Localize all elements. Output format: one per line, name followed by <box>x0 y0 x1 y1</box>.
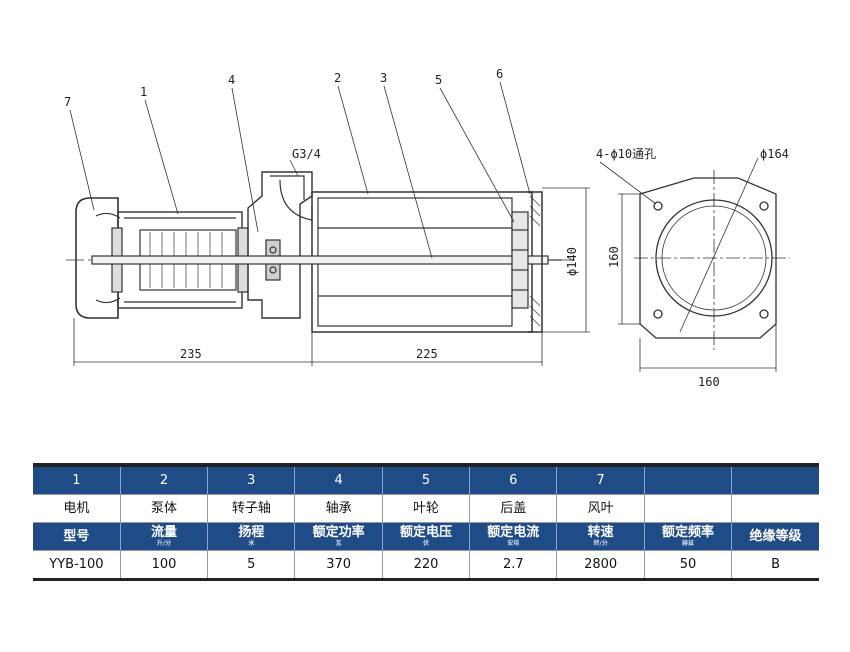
spec-header-unit: 升/分 <box>156 539 172 547</box>
part-name-cell: 后盖 <box>469 494 557 523</box>
callout-2: 2 <box>334 71 341 85</box>
mounting-hole-label: 4-ϕ10通孔 <box>596 147 656 161</box>
part-name-cell: 风叶 <box>556 494 645 523</box>
part-number-row: 1 2 3 4 5 6 7 <box>33 465 819 495</box>
spec-header-cell: 流量升/分 <box>119 522 208 551</box>
callout-6: 6 <box>496 67 503 81</box>
spec-header-unit: 瓦 <box>335 539 342 547</box>
spec-header-label: 额定功率 <box>312 525 365 541</box>
spec-header-label: 扬程 <box>238 525 265 541</box>
callout-3: 3 <box>380 71 387 85</box>
spec-value-cell: 370 <box>294 550 383 580</box>
spec-value-cell: 2800 <box>556 550 645 580</box>
part-number-cell: 5 <box>381 465 470 495</box>
part-name-cell: 泵体 <box>119 494 208 523</box>
part-name-row: 电机 泵体 转子轴 轴承 叶轮 后盖 风叶 <box>33 494 819 523</box>
spec-header-cell: 型号 <box>33 522 121 551</box>
spec-header-label: 绝缘等级 <box>749 528 802 544</box>
spec-header-label: 额定电流 <box>487 525 540 541</box>
spec-header-cell: 转速转/分 <box>556 522 645 551</box>
spec-header-label: 额定电压 <box>399 525 452 541</box>
part-name-cell: 叶轮 <box>381 494 470 523</box>
spec-header-cell: 绝缘等级 <box>731 522 819 551</box>
callout-1: 1 <box>140 85 147 99</box>
spec-header-unit: 安培 <box>507 539 520 547</box>
spec-header-cell: 扬程米 <box>207 522 295 551</box>
spec-header-cell: 额定功率瓦 <box>294 522 383 551</box>
spec-value-cell: 220 <box>381 550 470 580</box>
part-number-cell: 1 <box>33 465 121 495</box>
spec-value-cell: B <box>731 550 819 580</box>
spec-header-unit: 伏 <box>422 539 429 547</box>
part-number-cell: 7 <box>556 465 645 495</box>
part-number-cell <box>731 465 819 495</box>
spec-value-cell: 50 <box>643 550 732 580</box>
part-name-cell <box>643 494 732 523</box>
spec-header-cell: 额定电压伏 <box>381 522 470 551</box>
spec-value-cell: 5 <box>207 550 295 580</box>
part-name-cell: 电机 <box>33 494 121 523</box>
dim-pump-length: 225 <box>416 347 438 361</box>
part-number-cell: 4 <box>294 465 383 495</box>
callout-4: 4 <box>228 73 235 87</box>
spec-value-cell: 2.7 <box>469 550 557 580</box>
spec-table: 1 2 3 4 5 6 7 电机 泵体 转子轴 轴承 叶轮 后盖 风叶 型号 流… <box>33 463 819 581</box>
part-number-cell: 3 <box>207 465 295 495</box>
callout-7: 7 <box>64 95 71 109</box>
thread-label: G3/4 <box>292 147 321 161</box>
spec-header-unit: 赫兹 <box>681 539 694 547</box>
part-number-cell <box>643 465 732 495</box>
inner-diameter-label: ϕ140 <box>565 247 579 276</box>
spec-table-section: 1 2 3 4 5 6 7 电机 泵体 转子轴 轴承 叶轮 后盖 风叶 型号 流… <box>33 463 819 581</box>
spec-header-label: 流量 <box>150 525 177 541</box>
spec-header-cell: 额定电流安培 <box>469 522 557 551</box>
dim-motor-length: 235 <box>180 347 202 361</box>
part-name-cell: 轴承 <box>294 494 383 523</box>
callout-5: 5 <box>435 73 442 87</box>
part-name-cell: 转子轴 <box>207 494 295 523</box>
spec-header-label: 型号 <box>63 528 90 544</box>
spec-header-unit: 米 <box>248 539 255 547</box>
dim-flange-height: 160 <box>607 246 621 268</box>
part-number-cell: 2 <box>119 465 208 495</box>
spec-value-cell: YYB-100 <box>33 550 121 580</box>
part-number-cell: 6 <box>469 465 557 495</box>
spec-header-label: 额定频率 <box>661 525 714 541</box>
spec-header-label: 转速 <box>587 525 614 541</box>
outer-diameter-label: ϕ164 <box>760 147 789 161</box>
spec-header-cell: 额定频率赫兹 <box>643 522 732 551</box>
dim-flange-width: 160 <box>698 375 720 389</box>
part-name-cell <box>731 494 819 523</box>
spec-value-cell: 100 <box>119 550 208 580</box>
pump-technical-drawing: 7 1 4 2 3 5 6 G3/4 4-ϕ10通孔 ϕ164 ϕ140 235… <box>64 67 790 389</box>
spec-header-unit: 转/分 <box>593 539 608 547</box>
spec-header-row: 型号 流量升/分 扬程米 额定功率瓦 额定电压伏 额定电流安培 转速转/分 额定… <box>33 522 819 551</box>
spec-value-row: YYB-100 100 5 370 220 2.7 2800 50 B <box>33 550 819 580</box>
